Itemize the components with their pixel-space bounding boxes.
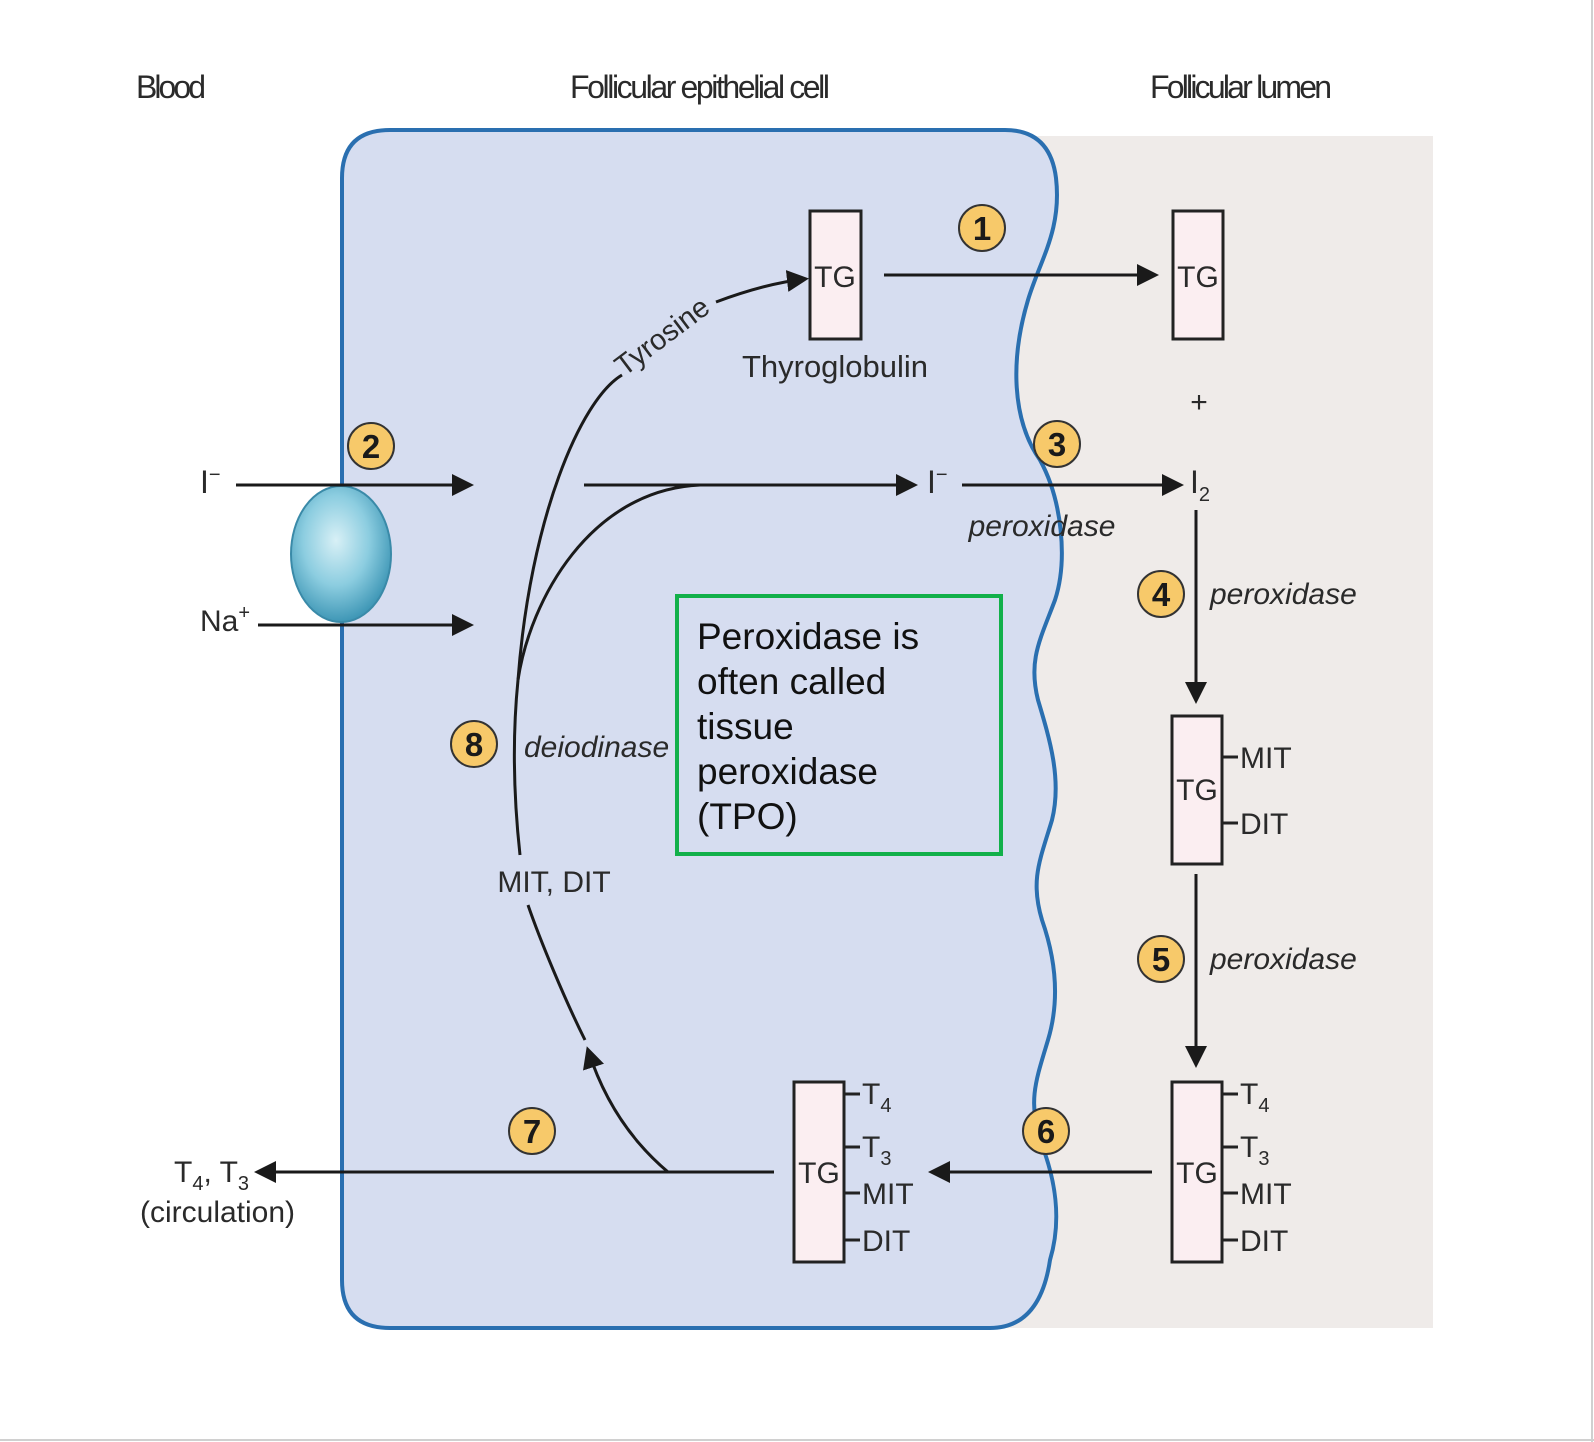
step-badge-7: 7 — [508, 1107, 556, 1155]
tg-box-cell-top — [808, 209, 863, 341]
step-badge-2: 2 — [347, 422, 395, 470]
svg-text:7: 7 — [523, 1113, 541, 1150]
tg-label: TG — [1176, 774, 1218, 807]
svg-text:5: 5 — [1152, 941, 1170, 978]
step-badge-3: 3 — [1033, 420, 1081, 468]
t3-label: T3 — [862, 1131, 891, 1170]
header-follicular-epithelial-cell: Follicular epithelial cell — [570, 69, 830, 105]
peroxidase-label-step4: peroxidase — [1209, 578, 1357, 611]
header-blood: Blood — [136, 69, 206, 105]
dit-label: DIT — [1240, 808, 1288, 841]
dit-label: DIT — [1240, 1225, 1288, 1258]
tyrosine-arrow-head-segment — [715, 270, 809, 304]
svg-text:3: 3 — [1048, 426, 1066, 463]
header-follicular-lumen: Follicular lumen — [1150, 69, 1332, 105]
iodide-recycle-curve — [516, 483, 701, 681]
tg-label: TG — [1177, 261, 1219, 294]
thyroglobulin-label: Thyroglobulin — [742, 349, 928, 384]
follicular-epithelial-cell — [340, 128, 1064, 1330]
svg-text:6: 6 — [1037, 1113, 1055, 1150]
svg-text:4: 4 — [1152, 576, 1171, 613]
tg-label: TG — [1176, 1157, 1218, 1190]
iodide-blood-label: I− — [200, 464, 221, 500]
deiodinase-path — [512, 679, 522, 856]
peroxidase-label-step5: peroxidase — [1209, 943, 1357, 976]
t4-label: T4 — [1240, 1078, 1269, 1117]
tg-box-cell-bottom — [792, 1080, 846, 1264]
mit-label: MIT — [1240, 742, 1292, 775]
tg-box-lumen-top — [1171, 209, 1225, 341]
sodium-label: Na+ — [200, 602, 250, 638]
step-badge-5: 5 — [1137, 935, 1185, 983]
step-badge-4: 4 — [1137, 570, 1185, 618]
tg-box-lumen-coupled — [1170, 1080, 1224, 1264]
iodine-label: I2 — [1190, 464, 1210, 506]
dit-label: DIT — [862, 1225, 910, 1258]
svg-text:8: 8 — [465, 726, 483, 763]
svg-text:2: 2 — [362, 428, 380, 465]
mit-dit-recycle-curve — [526, 904, 587, 1041]
step-badge-1: 1 — [958, 204, 1006, 252]
circulation-output-label: T4, T3 — [174, 1156, 249, 1195]
tg-box-lumen-iodinated — [1170, 714, 1224, 866]
deiodinase-label: deiodinase — [524, 731, 669, 764]
step-badge-8: 8 — [450, 720, 498, 768]
iodide-apical-label: I− — [927, 464, 948, 500]
tg-label: TG — [798, 1157, 840, 1190]
tpo-note-box: Peroxidase is often called tissue peroxi… — [675, 594, 1003, 856]
mit-label: MIT — [1240, 1178, 1292, 1211]
peroxidase-label-step3: peroxidase — [968, 510, 1116, 543]
step-badge-6: 6 — [1022, 1107, 1070, 1155]
t4-label: T4 — [862, 1078, 891, 1117]
mit-dit-label: MIT, DIT — [497, 866, 610, 899]
circulation-label: (circulation) — [140, 1196, 295, 1229]
na-i-symporter-channel — [290, 485, 392, 623]
svg-text:1: 1 — [973, 210, 991, 247]
tg-label: TG — [814, 261, 856, 294]
tyrosine-arrow — [516, 373, 623, 681]
plus-sign: + — [1190, 386, 1208, 419]
t3-label: T3 — [1240, 1131, 1269, 1170]
mit-dit-recycle-arrow — [583, 1046, 669, 1174]
mit-label: MIT — [862, 1178, 914, 1211]
